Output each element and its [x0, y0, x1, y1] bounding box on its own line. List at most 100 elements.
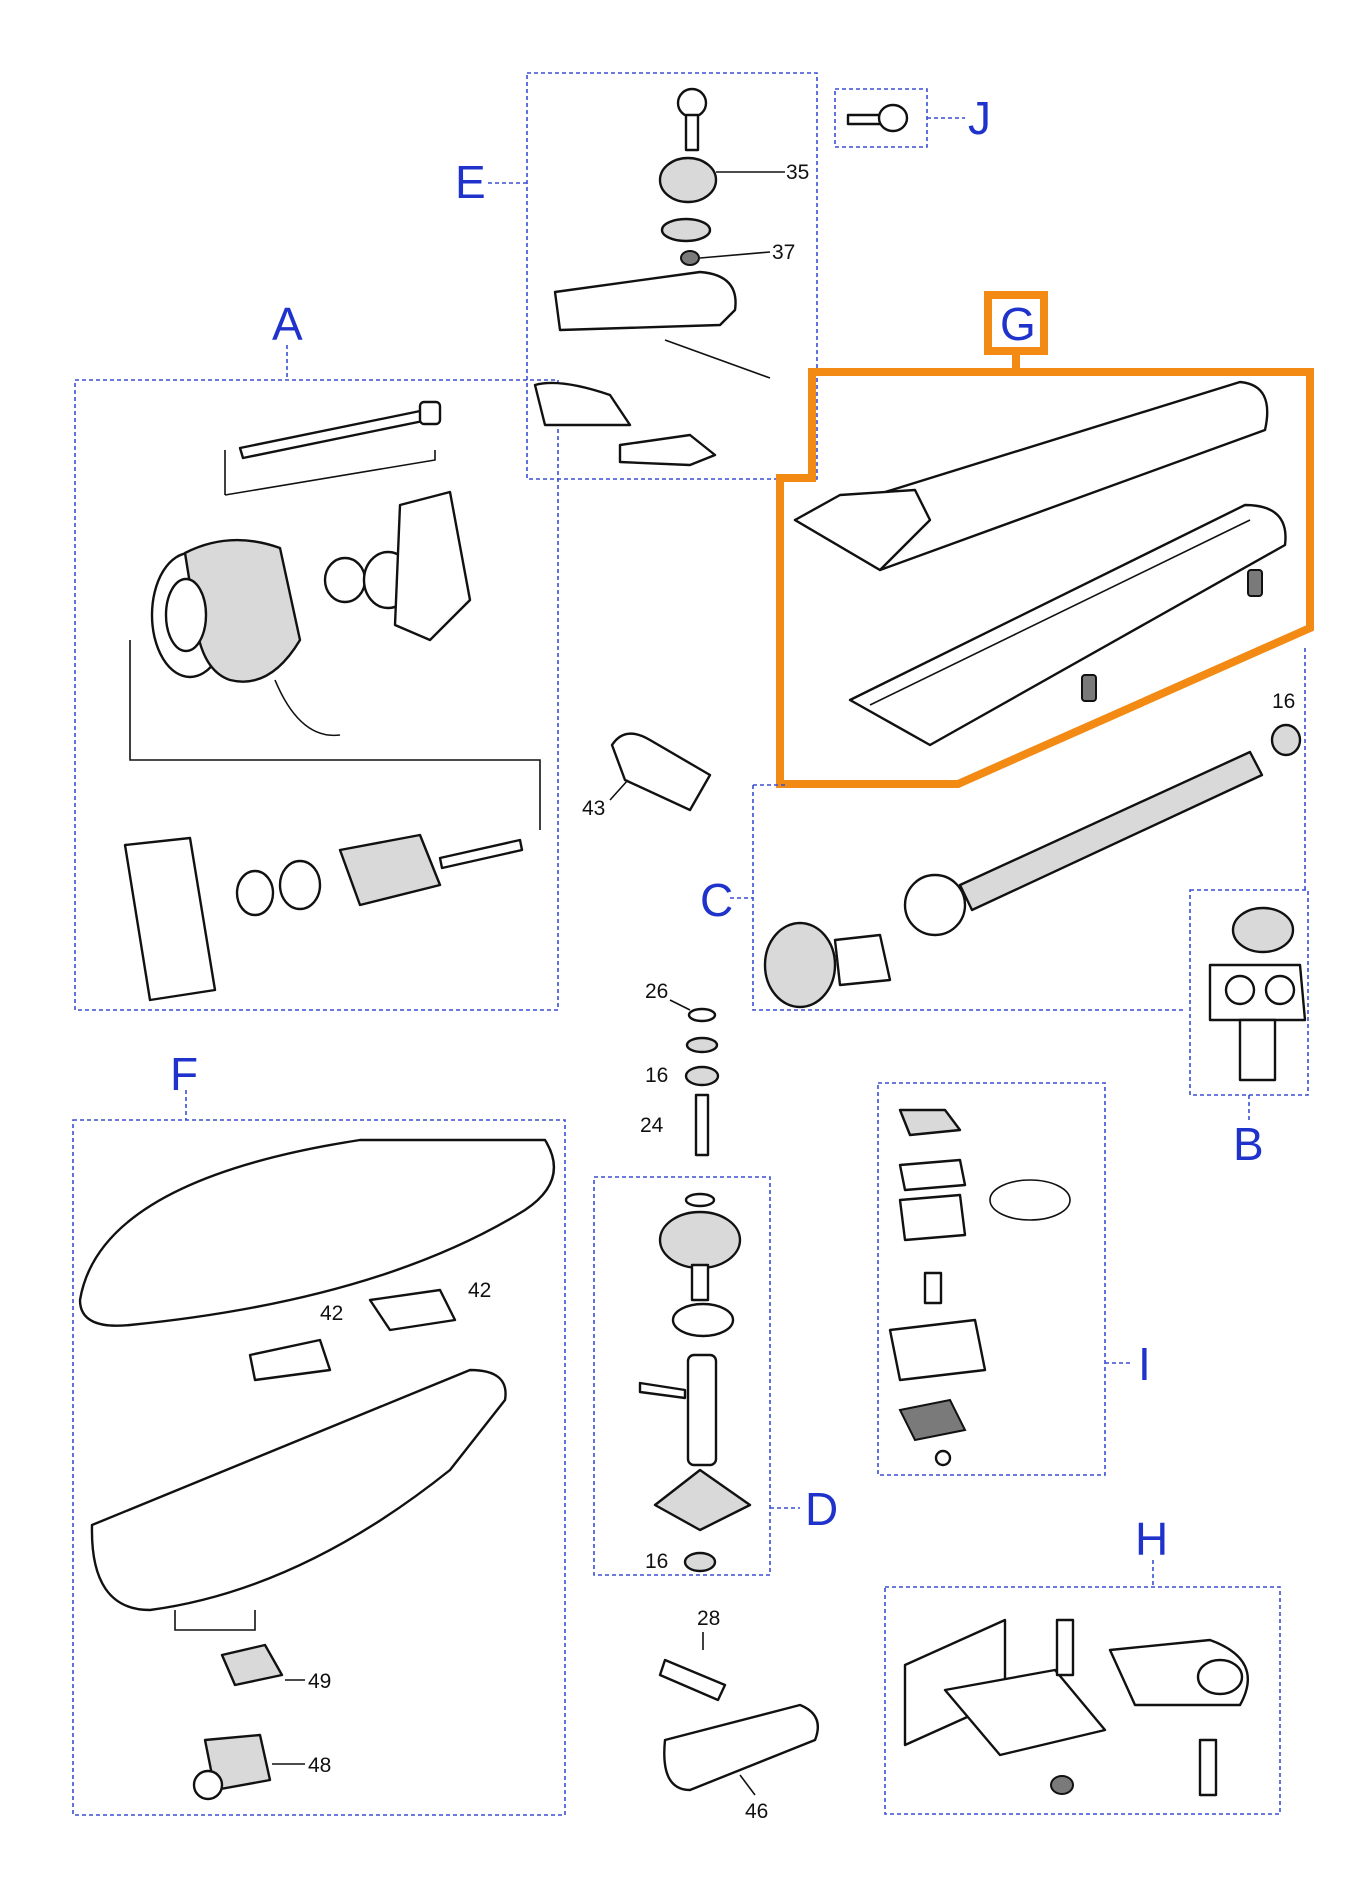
bolt-guide-line: [224, 450, 436, 496]
lever-bracket: [618, 433, 717, 467]
part-43-capacitor[interactable]: 43: [582, 732, 712, 820]
fork-hole-1: [1224, 974, 1256, 1006]
group-a[interactable]: A: [74, 298, 559, 1011]
leader-26: [669, 999, 691, 1011]
pivot-hole: [1196, 1658, 1244, 1696]
worm-screw: [958, 750, 1264, 912]
group-j-label: J: [968, 92, 991, 144]
part-35-label: 35: [786, 161, 809, 184]
part-43-label: 43: [582, 797, 605, 820]
group-h[interactable]: H: [884, 1513, 1281, 1815]
group-f-label: F: [170, 1048, 198, 1100]
pivot-bolt: [1198, 1738, 1218, 1797]
switch-pad: [898, 1108, 962, 1137]
leader-46: [739, 1774, 756, 1796]
group-f-box: [72, 1119, 566, 1816]
switch-body: [898, 1158, 967, 1192]
rotor-guide-line: [129, 640, 541, 830]
rotor-shaft: [438, 838, 524, 870]
lock-cylinder: [658, 156, 718, 204]
release-key: [676, 87, 708, 119]
group-i-label: I: [1138, 1338, 1151, 1390]
release-pin: [664, 339, 771, 379]
key-j-head: [877, 103, 909, 133]
cable-coil: [989, 1179, 1071, 1221]
key-j-blade: [846, 113, 882, 126]
channel-screw-1: [1247, 569, 1263, 597]
stator-wire: [274, 679, 341, 737]
group-e-label: E: [455, 156, 486, 208]
group-d[interactable]: D 16: [593, 1176, 838, 1576]
housing-cover: [78, 1138, 555, 1327]
group-e[interactable]: E 35 37: [455, 72, 818, 480]
capacitor: [610, 732, 712, 812]
part-16-label-mid: 16: [645, 1064, 668, 1087]
bracket-bolt: [1055, 1618, 1075, 1677]
lower-channel: [848, 503, 1287, 747]
bearing-a3: [235, 869, 275, 917]
housing-base: [90, 1368, 507, 1612]
end-cap-rear: [123, 836, 217, 1002]
bracket-plate: [943, 1668, 1107, 1757]
group-b-label: B: [1233, 1118, 1264, 1170]
housing-guide-line: [174, 1610, 256, 1631]
leader-43: [609, 779, 629, 801]
part-48-label: 48: [308, 1754, 331, 1777]
solenoid-knob: [192, 1769, 224, 1801]
pin-28: [658, 1658, 727, 1702]
thrust-bearing: [903, 873, 967, 937]
sleeve-16: [1270, 723, 1302, 757]
part-16-sleeve[interactable]: 16: [1270, 690, 1302, 757]
long-bolt: [238, 408, 430, 460]
part-28-label: 28: [697, 1607, 720, 1630]
group-a-label: A: [272, 298, 303, 350]
group-i-box: [877, 1082, 1106, 1476]
switch-cam: [898, 1398, 967, 1442]
group-j[interactable]: J: [834, 88, 991, 148]
channel-screw-2: [1081, 674, 1097, 702]
bearing-a1: [323, 556, 367, 604]
group-d-label: D: [805, 1483, 838, 1535]
shaft-parts[interactable]: 26 16 24: [640, 980, 720, 1157]
group-h-box: [884, 1586, 1281, 1815]
group-i[interactable]: I: [877, 1082, 1151, 1476]
part-37-label: 37: [772, 241, 795, 264]
release-key-shank: [684, 113, 700, 152]
group-b[interactable]: B: [1189, 889, 1309, 1170]
stator-bore: [164, 577, 208, 653]
group-g-highlight: [776, 368, 1314, 788]
switch-bracket: [888, 1318, 987, 1382]
switch-housing: [898, 1193, 967, 1242]
washer-26: [685, 1036, 719, 1054]
channel-rail: [869, 519, 1251, 706]
bushing-b: [1231, 906, 1295, 954]
arm-parts[interactable]: 28 46: [658, 1607, 820, 1823]
bracket-42-left: [248, 1338, 332, 1382]
part-16-label-bottom: 16: [645, 1550, 668, 1573]
part-24-label: 24: [640, 1114, 664, 1137]
part-46-label: 46: [745, 1800, 768, 1823]
group-a-box: [74, 379, 559, 1011]
upper-cover-end: [793, 488, 932, 572]
group-g-label: G: [1000, 298, 1036, 350]
bevel-gear-c: [763, 921, 837, 1009]
bearing-a4: [278, 859, 322, 911]
rotor: [338, 833, 442, 907]
leader-37: [699, 251, 771, 259]
collar-d: [671, 1302, 735, 1338]
lever-cover: [533, 381, 632, 427]
screw-37: [680, 250, 700, 266]
circlip-26: [687, 1007, 717, 1023]
long-bolt-head: [418, 400, 442, 426]
bushing-16-bottom: [683, 1551, 717, 1573]
shaft-d: [686, 1353, 718, 1467]
group-c-box: [752, 784, 1185, 1011]
part-26-label: 26: [645, 980, 668, 1003]
group-f[interactable]: F 42 42 49 48: [72, 1048, 566, 1816]
bushing-16: [684, 1065, 720, 1087]
group-g[interactable]: G: [776, 291, 1314, 788]
pin-24: [694, 1093, 710, 1157]
group-c[interactable]: C: [700, 648, 1306, 1011]
bracket-42-right: [368, 1288, 457, 1332]
